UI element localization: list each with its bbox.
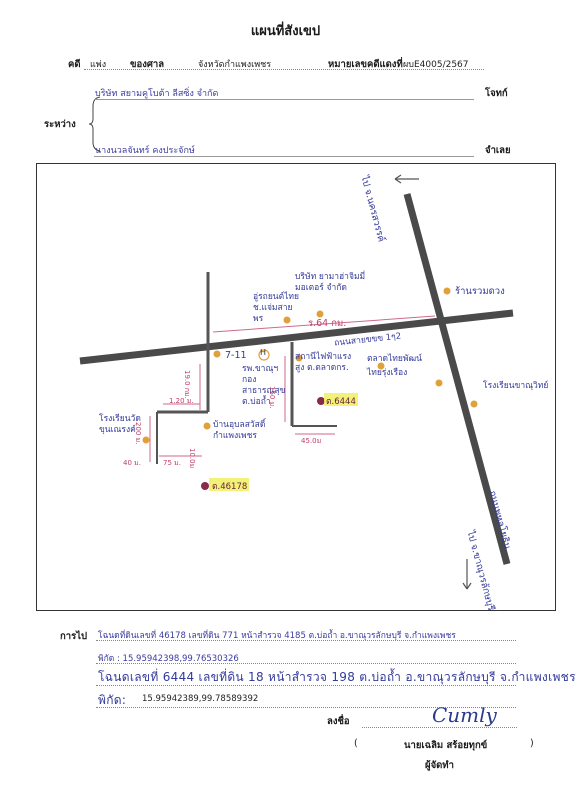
hospital-label: รพ.ขาณุฯ กองสาธารณสุข ต.บ่อถ้ำ [242,364,286,407]
case-underline [84,69,484,70]
paren-open: ( [354,738,358,749]
sign-label: ลงชื่อ [327,716,350,727]
seven-eleven-label: 7-11 [225,350,247,361]
route-line-2-underline [96,685,516,686]
map-frame: ไป จ.นครสวรรค์ ไป จ.ขาณุวรลักษบุรี ถนนพห… [36,163,556,612]
map-drawing [79,174,514,590]
coordinate-1-underline [96,663,516,664]
temple-label: โรงเรียนวัด ขุนเณรงค์ [99,414,141,435]
signer-name: นายเฉลิม สร้อยทุกข์ [404,740,488,751]
distance-1: 19.0 กม. [183,370,191,399]
hospital-h-icon: H [260,348,267,357]
distance-6: 75 ม. [163,459,181,467]
coordinate-2-label: พิกัด: [98,693,127,707]
coordinate-2: 15.95942389,99.78589392 [142,694,259,704]
distance-2: 1.20 ม. [169,397,194,405]
case-number: ผบE4005/2567 [403,60,469,70]
signer-role: ผู้จัดทำ [425,760,454,771]
brace-icon [88,96,101,152]
plaintiff-name: บริษัท สยามคูโบต้า ลีสซิ่ง จำกัด [95,89,219,99]
signature-underline [362,727,517,728]
page-title: แผนที่สังเขป [250,24,321,39]
distance-top: ร.64 กม. [308,318,347,329]
paren-close: ) [530,738,534,749]
route-line-2: โฉนดเลขที่ 6444 เลขที่ดิน 18 หน้าสำรวจ 1… [98,670,576,684]
court-name: จังหวัดกำแพงเพชร [198,60,272,70]
school-label: โรงเรียนขาณุวิทย์ [483,381,549,391]
route-line-1-underline [96,640,516,641]
defendant-role: จำเลย [485,145,511,156]
signature: Cumly [432,703,497,727]
route-line-1: โฉนดที่ดินเลขที่ 46178 เลขที่ดิน 771 หน้… [98,631,456,641]
distance-5: 10.0ม [188,448,196,469]
case-label: คดี [68,59,81,70]
court-label: ของศาล [130,59,165,70]
plaintiff-role: โจทก์ [485,88,508,99]
defendant-underline [94,156,474,157]
case-type: แพ่ง [90,60,107,70]
defendant-name: นางนวลจันทร์ คงประจักษ์ [95,146,195,156]
distance-3: 150 ม. [268,386,276,409]
marker-a-label: ต.6444 [326,397,356,407]
between-label: ระหว่าง [44,119,76,130]
distance-8: 45.0ม [301,437,322,445]
distance-4: 200 ม. [134,422,142,445]
gas-label: สถานีไฟฟ้าแรงสูง ต.ตลาดกร. [295,352,352,373]
office-label: บ้านอุบลสวัสดิ์ กำแพงเพชร [213,420,266,441]
shop-right-label: ตลาดไทยพัฒน์ ไทยรุ่งเรือง [367,354,422,378]
plaintiff-underline [94,99,474,100]
coordinate-1: พิกัด : 15.95942398,99.76530326 [98,654,239,664]
coordinate-2-underline [96,707,516,708]
shop-top-right-label: ร้านรวมดวง [455,286,505,297]
highway-road [403,193,511,565]
case-number-label: หมายเลขคดีแดงที่ [328,59,403,70]
marker-b-label: ต.46178 [212,482,248,492]
distance-7: 40 ม. [123,459,141,467]
shop2-label: บริษัท ยามาฮ่าจิมมี่ มอเตอร์ จำกัด [295,272,366,293]
shop1-label: อู่รถยนต์ไทย ช.แจ่มสายพร [253,292,299,324]
goto-label: การไป [60,631,87,642]
